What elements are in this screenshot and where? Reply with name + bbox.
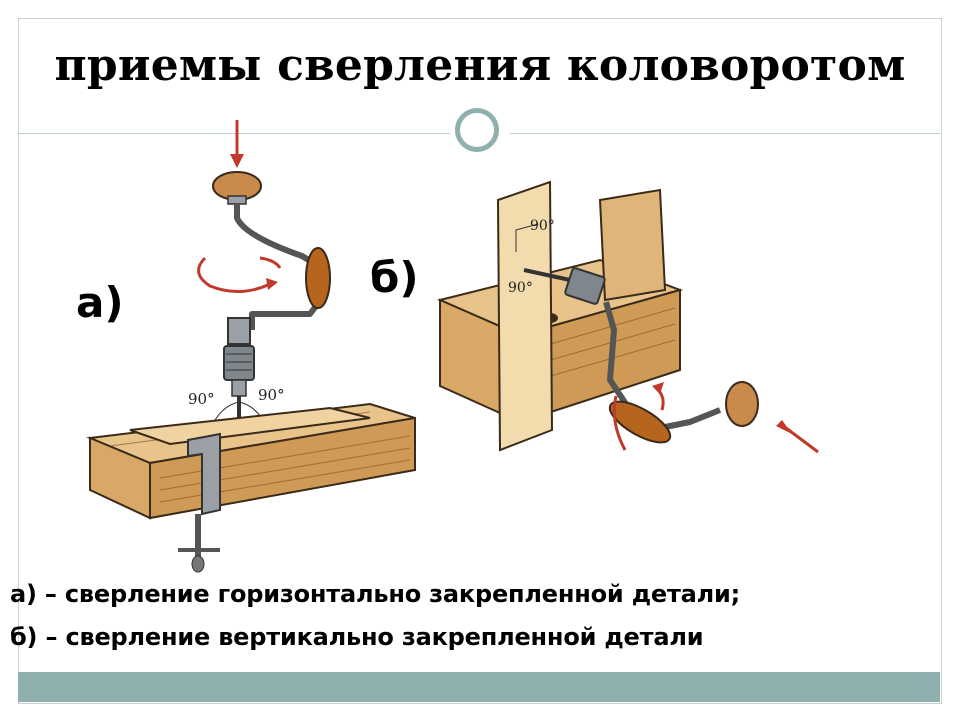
angle-label-left: 90° [188, 390, 215, 408]
angle-label-bottom: 90° [508, 280, 533, 296]
brace-grip-handle [305, 247, 331, 309]
rotation-arrow [197, 256, 282, 293]
figure-a-label: а) [76, 278, 124, 327]
brace-head-knob [725, 381, 759, 427]
pressure-arrow [776, 420, 819, 454]
workbench [86, 402, 416, 520]
drill-bit [523, 268, 571, 282]
clamp [178, 432, 221, 573]
brace-chuck [227, 317, 251, 345]
figure-a-illustration: 90° 90° [86, 120, 416, 573]
angle-label-top: 90° [530, 218, 555, 234]
caption-b: б) – сверление вертикально закрепленной … [10, 623, 704, 651]
slide-frame [18, 18, 942, 704]
title-divider-left [18, 133, 450, 134]
pressure-arrow-down [230, 120, 244, 168]
rotation-arrow [612, 382, 665, 451]
angle-label-right: 90° [258, 386, 285, 404]
bench-vise [436, 188, 684, 424]
footer-band [18, 672, 940, 702]
vertical-workpiece [496, 180, 554, 452]
figure-b-illustration: 90° 90° [436, 180, 819, 454]
title-divider-right [510, 133, 940, 134]
brace-grip-handle [608, 400, 672, 444]
title-ring-ornament [455, 108, 499, 152]
slide-title: приемы сверления коловоротом [54, 40, 906, 91]
brace-chuck [564, 267, 606, 305]
figure-b-label: б) [370, 253, 419, 302]
caption-a: а) – сверление горизонтально закрепленно… [10, 580, 741, 608]
